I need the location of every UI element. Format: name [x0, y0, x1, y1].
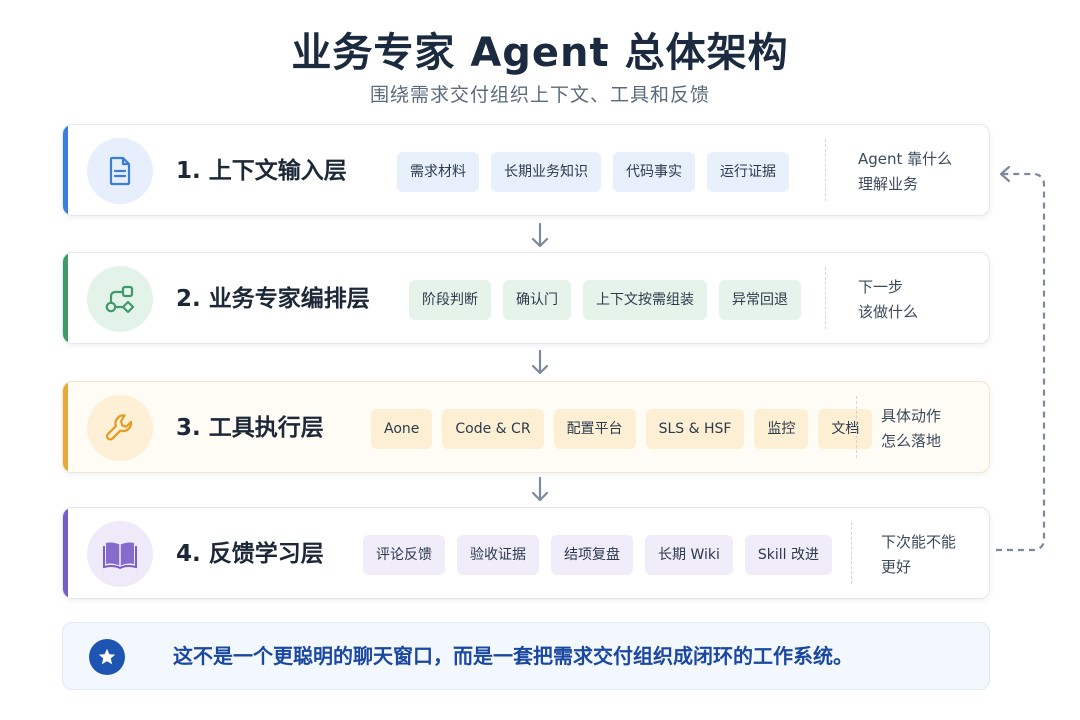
tag: 阶段判断 — [409, 280, 491, 320]
tag: 监控 — [754, 409, 809, 449]
note-line: 理解业务 — [858, 175, 919, 193]
layer-title: 4. 反馈学习层 — [176, 541, 324, 567]
layer-note: Agent 靠什么 理解业务 — [858, 147, 952, 197]
page-title: 业务专家 Agent 总体架构 — [291, 30, 789, 76]
page-subtitle: 围绕需求交付组织上下文、工具和反馈 — [369, 84, 710, 106]
document-icon — [87, 138, 153, 204]
note-line: 更好 — [881, 558, 912, 576]
layer-accent — [63, 125, 68, 215]
layer-accent — [63, 253, 68, 343]
tag: SLS & HSF — [645, 409, 745, 449]
layer-note: 下一步 该做什么 — [858, 275, 918, 325]
wrench-icon — [87, 395, 153, 461]
layer-orchestration: 2. 业务专家编排层 阶段判断 确认门 上下文按需组装 异常回退 下一步 该做什… — [62, 252, 990, 344]
summary-banner: 这不是一个更聪明的聊天窗口，而是一套把需求交付组织成闭环的工作系统。 — [62, 622, 990, 690]
arrow-down-icon — [531, 476, 549, 502]
layer-title: 3. 工具执行层 — [176, 415, 324, 441]
book-icon — [87, 521, 153, 587]
divider — [851, 522, 852, 584]
layer-feedback-learning: 4. 反馈学习层 评论反馈 验收证据 结项复盘 长期 Wiki Skill 改进… — [62, 507, 990, 599]
layer-accent — [63, 382, 68, 472]
layer-context-input: 1. 上下文输入层 需求材料 长期业务知识 代码事实 运行证据 Agent 靠什… — [62, 124, 990, 216]
tag: 验收证据 — [457, 535, 539, 575]
tag: 结项复盘 — [551, 535, 633, 575]
tag-list: 需求材料 长期业务知识 代码事实 运行证据 — [397, 152, 789, 192]
tag: 长期 Wiki — [645, 535, 733, 575]
workflow-icon — [87, 266, 153, 332]
summary-text: 这不是一个更聪明的聊天窗口，而是一套把需求交付组织成闭环的工作系统。 — [173, 644, 853, 668]
divider — [825, 139, 826, 201]
divider — [825, 267, 826, 329]
layer-tool-execution: 3. 工具执行层 Aone Code & CR 配置平台 SLS & HSF 监… — [62, 381, 990, 473]
tag: 上下文按需组装 — [583, 280, 707, 320]
layer-accent — [63, 508, 68, 598]
star-icon — [89, 639, 125, 675]
note-line: 下一步 — [858, 278, 904, 296]
tag: 确认门 — [503, 280, 571, 320]
layer-title: 2. 业务专家编排层 — [176, 286, 370, 312]
note-line: 下次能不能 — [881, 533, 957, 551]
note-line: 怎么落地 — [881, 432, 942, 450]
note-line: 该做什么 — [858, 303, 919, 321]
tag: Code & CR — [442, 409, 544, 449]
tag: Skill 改进 — [744, 535, 832, 575]
feedback-loop-arrow — [996, 165, 1046, 552]
tag: 需求材料 — [397, 152, 479, 192]
note-line: Agent 靠什么 — [858, 150, 953, 168]
layer-title: 1. 上下文输入层 — [176, 158, 347, 184]
tag-list: Aone Code & CR 配置平台 SLS & HSF 监控 文档 — [371, 409, 873, 449]
tag: 代码事实 — [613, 152, 695, 192]
tag: 评论反馈 — [363, 535, 445, 575]
tag: 异常回退 — [719, 280, 801, 320]
tag: 文档 — [818, 409, 873, 449]
arrow-down-icon — [531, 349, 549, 375]
tag: 配置平台 — [553, 409, 636, 449]
tag-list: 评论反馈 验收证据 结项复盘 长期 Wiki Skill 改进 — [363, 535, 832, 575]
layer-note: 具体动作 怎么落地 — [881, 404, 941, 454]
note-line: 具体动作 — [881, 407, 942, 425]
arrow-down-icon — [531, 222, 549, 248]
divider — [856, 396, 857, 458]
layer-note: 下次能不能 更好 — [881, 530, 956, 580]
tag: 运行证据 — [707, 152, 789, 192]
tag: 长期业务知识 — [491, 152, 601, 192]
tag-list: 阶段判断 确认门 上下文按需组装 异常回退 — [409, 280, 801, 320]
tag: Aone — [371, 409, 433, 449]
